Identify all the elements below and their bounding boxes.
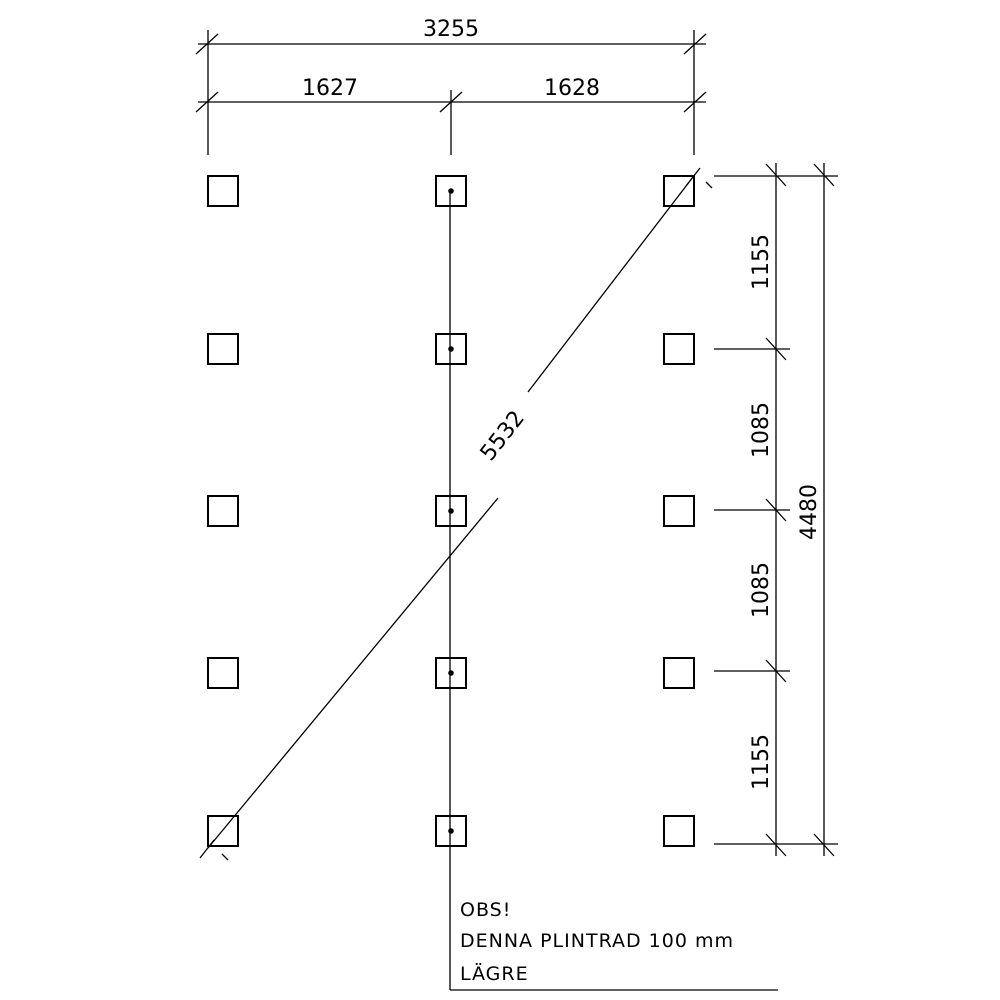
plinth-grid <box>207 175 695 847</box>
plinth-square <box>207 815 239 847</box>
lowered-row-note: OBS! DENNA PLINTRAD 100 mm LÄGRE <box>460 899 734 985</box>
diagonal-tick-top <box>685 167 701 187</box>
row-spacing-4-label: 1155 <box>749 734 774 790</box>
left-span-label: 1627 <box>302 76 358 101</box>
row-spacing-2-label: 1085 <box>749 402 774 458</box>
diagonal-dimension-label: 5532 <box>476 406 530 466</box>
diagonal-line-upper <box>527 176 694 393</box>
dimension-total-width: 3255 <box>195 17 707 155</box>
plinth-square <box>435 815 467 847</box>
plinth-square <box>207 657 239 689</box>
plinth-square <box>663 333 695 365</box>
diagonal-tick-bottom <box>199 839 215 859</box>
note-line-3: LÄGRE <box>460 962 529 985</box>
dimension-spans: 1627 1628 <box>195 76 707 155</box>
note-line-2: DENNA PLINTRAD 100 mm <box>460 930 734 952</box>
plinth-square <box>435 333 467 365</box>
plinth-center-dot <box>448 188 454 194</box>
plinth-square <box>663 495 695 527</box>
right-span-label: 1628 <box>544 76 600 101</box>
plinth-center-dot <box>448 670 454 676</box>
plinth-square <box>663 657 695 689</box>
plinth-square <box>207 175 239 207</box>
plinth-square <box>207 333 239 365</box>
plinth-square <box>663 815 695 847</box>
diagonal-mark-bottom <box>221 853 229 861</box>
diagonal-mark-top <box>705 181 713 189</box>
dimension-row-spacings: 1155 1085 1085 1155 <box>714 163 790 857</box>
plinth-square <box>663 175 695 207</box>
plinth-center-dot <box>448 828 454 834</box>
total-depth-label: 4480 <box>797 484 822 540</box>
diagonal-line-lower <box>207 497 499 849</box>
plinth-square <box>207 495 239 527</box>
note-line-1: OBS! <box>460 899 511 921</box>
plinth-square <box>435 175 467 207</box>
row-spacing-3-label: 1085 <box>749 562 774 618</box>
plinth-square <box>435 657 467 689</box>
plinth-center-dot <box>448 346 454 352</box>
plinth-square <box>435 495 467 527</box>
total-width-label: 3255 <box>423 17 479 42</box>
plinth-center-dot <box>448 508 454 514</box>
row-spacing-1-label: 1155 <box>749 234 774 290</box>
